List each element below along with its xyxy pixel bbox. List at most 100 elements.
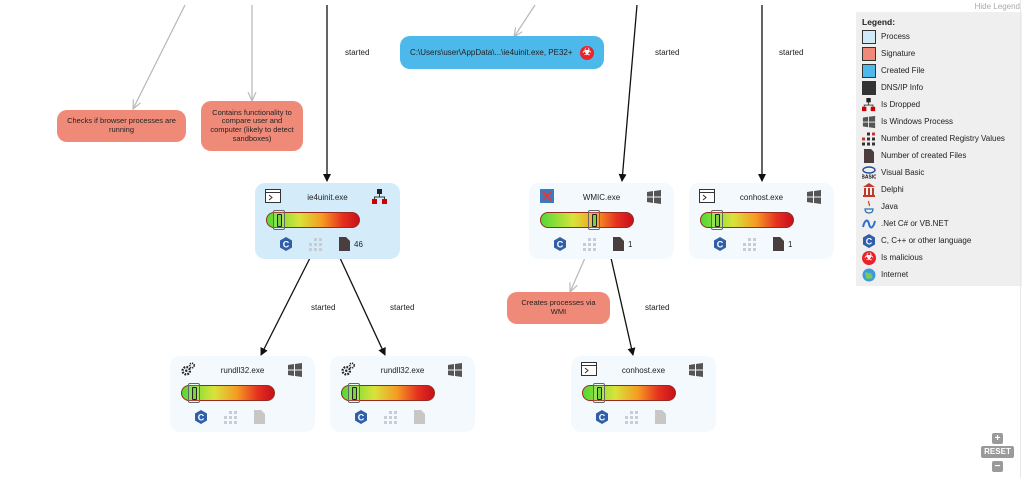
- file-icon: [773, 237, 784, 251]
- malicious-icon: ☣: [580, 45, 594, 60]
- signature-compare-user[interactable]: Contains functionality to compare user a…: [201, 101, 303, 151]
- gears-icon: [341, 362, 355, 376]
- legend-label: Internet: [881, 270, 909, 279]
- file-icon: [613, 237, 624, 251]
- legend-item-files: Number of created Files: [862, 149, 1022, 163]
- legend-label: Is Dropped: [881, 100, 921, 109]
- process-name: conhost.exe: [739, 193, 784, 202]
- reset-zoom-button[interactable]: RESET: [981, 446, 1014, 458]
- dropped-file-node[interactable]: C:\Users\user\AppData\...\ie4uinit.exe, …: [400, 36, 604, 69]
- process-node-rundll32[interactable]: rundll32.exe C: [170, 356, 315, 432]
- legend-label: Is malicious: [881, 253, 923, 262]
- malicious-icon: ☣: [862, 251, 876, 265]
- edge-label-started: started: [345, 48, 370, 57]
- legend-item-registry: Number of created Registry Values: [862, 132, 1022, 146]
- legend-label: Signature: [881, 49, 916, 58]
- process-node-rundll32[interactable]: rundll32.exe C: [330, 356, 475, 432]
- edge-label-started: started: [390, 303, 415, 312]
- dropped-icon: [862, 98, 876, 112]
- legend-label: Process: [881, 32, 910, 41]
- c-language-icon: C: [280, 237, 292, 251]
- file-icon: [414, 410, 425, 424]
- signature-browser-check[interactable]: Checks if browser processes are running: [57, 110, 186, 142]
- process-node-ie4uinit[interactable]: ie4uinit.exe C 46: [255, 183, 400, 259]
- created-file-swatch: [862, 64, 876, 78]
- svg-text:C: C: [717, 240, 724, 250]
- edge-started-wmic: [618, 4, 638, 182]
- c-language-icon: C: [863, 234, 875, 248]
- svg-text:C: C: [283, 240, 290, 250]
- windows-icon: [288, 363, 302, 377]
- registry-icon: [625, 411, 638, 424]
- c-language-icon: C: [554, 237, 566, 251]
- file-icon: [655, 410, 666, 424]
- dns-ip-swatch: [862, 81, 876, 95]
- svg-text:C: C: [557, 240, 564, 250]
- threat-score-gauge: [266, 210, 360, 230]
- legend-label: Number of created Registry Values: [881, 134, 1005, 143]
- windows-icon: [448, 363, 462, 377]
- process-name: rundll32.exe: [380, 366, 425, 375]
- legend-item-java: Java: [862, 200, 1022, 214]
- legend-title: Legend:: [862, 17, 896, 27]
- delphi-icon: [863, 183, 875, 197]
- legend-label: Number of created Files: [881, 151, 967, 160]
- legend-panel: Legend: Process Signature Created File D…: [856, 12, 1022, 286]
- edge-label-started: started: [645, 303, 670, 312]
- internet-icon: [862, 268, 876, 282]
- legend-label: .Net C# or VB.NET: [881, 219, 949, 228]
- signature-text: Contains functionality to compare user a…: [210, 107, 294, 143]
- threat-score-gauge: [540, 210, 634, 230]
- edge-started-conhost-bottom: [610, 257, 636, 356]
- hide-legend-link[interactable]: Hide Legend: [974, 2, 1020, 11]
- signature-text: Checks if browser processes are running: [67, 116, 176, 134]
- edge-started-rundll32-a: [260, 257, 311, 356]
- registry-icon: [583, 238, 596, 251]
- file-icon: [339, 237, 350, 251]
- legend-item-delphi: Delphi: [862, 183, 1022, 197]
- created-files-count: 46: [354, 240, 363, 249]
- gauge-needle: [348, 383, 360, 403]
- gauge-needle: [711, 210, 723, 230]
- signature-wmi[interactable]: Creates processes via WMI: [507, 292, 610, 324]
- c-language-icon: C: [596, 410, 608, 424]
- created-files-count: 1: [628, 240, 633, 249]
- legend-item-dropped: Is Dropped: [862, 98, 1022, 112]
- windows-icon: [862, 115, 876, 129]
- zoom-out-button[interactable]: −: [992, 461, 1003, 472]
- windows-icon: [647, 190, 661, 204]
- process-node-conhost[interactable]: conhost.exe C 1: [689, 183, 834, 259]
- legend-label: Created File: [881, 66, 925, 75]
- window-app-icon: [265, 189, 281, 203]
- edge-label-started: started: [779, 48, 804, 57]
- zoom-in-button[interactable]: +: [992, 433, 1003, 444]
- created-files-count: 1: [788, 240, 793, 249]
- legend-item-signature: Signature: [862, 47, 1022, 61]
- edge-started-rundll32-b: [339, 257, 386, 356]
- threat-score-gauge: [700, 210, 794, 230]
- gauge-needle: [273, 210, 285, 230]
- process-name: rundll32.exe: [220, 366, 265, 375]
- process-node-conhost[interactable]: conhost.exe C: [571, 356, 716, 432]
- legend-label: Is Windows Process: [881, 117, 954, 126]
- legend-label: C, C++ or other language: [881, 236, 972, 245]
- legend-item-created-file: Created File: [862, 64, 1022, 78]
- legend-item-visual-basic: BASIC Visual Basic: [862, 166, 1022, 180]
- page-right-border: [1020, 0, 1021, 478]
- windows-icon: [689, 363, 703, 377]
- gauge-needle: [593, 383, 605, 403]
- legend-item-dns-ip: DNS/IP Info: [862, 81, 1022, 95]
- gears-icon: [181, 362, 195, 376]
- process-node-wmic[interactable]: WMIC.exe C 1: [529, 183, 674, 259]
- legend-item-c-language: C C, C++ or other language: [862, 234, 1022, 248]
- registry-icon: [384, 411, 397, 424]
- threat-score-gauge: [582, 383, 676, 403]
- wmic-tool-icon: [540, 189, 554, 203]
- windows-icon: [807, 190, 821, 204]
- window-app-icon: [581, 362, 597, 376]
- java-icon: [864, 200, 874, 214]
- edge-to-dropped-file: [514, 4, 536, 37]
- svg-text:BASIC: BASIC: [862, 175, 876, 181]
